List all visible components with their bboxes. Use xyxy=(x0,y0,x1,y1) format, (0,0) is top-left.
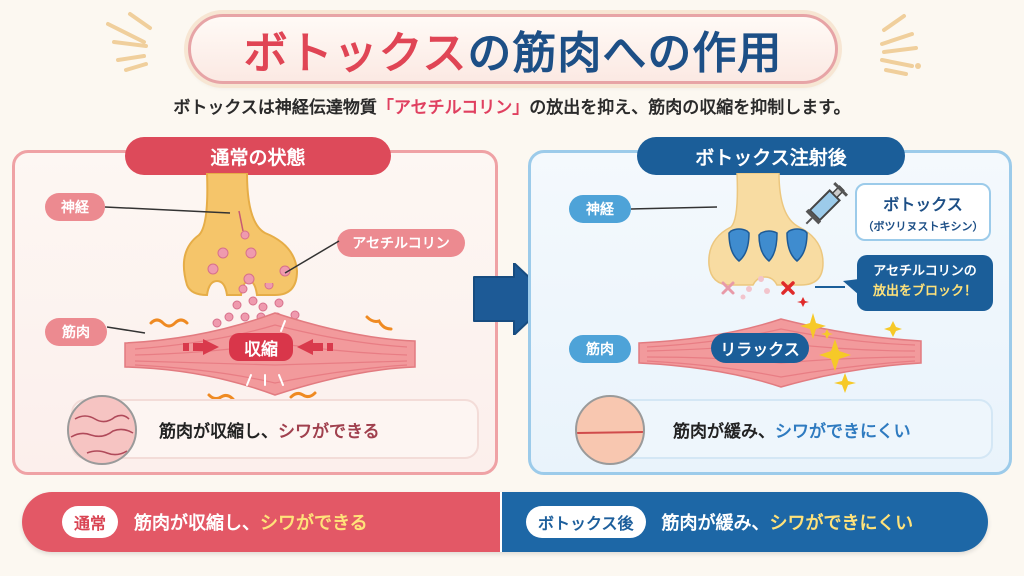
muscle-label-botox: 筋肉 xyxy=(569,335,631,363)
comparison-botox: ボトックス後 筋肉が緩み、シワができにくい xyxy=(500,492,988,552)
decorative-rays-left-icon xyxy=(106,12,152,72)
shield-icons xyxy=(728,228,808,263)
normal-summary-highlight: シワができる xyxy=(278,421,380,442)
comparison-bar: 通常 筋肉が収縮し、シワができる ボトックス後 筋肉が緩み、シワができにくい xyxy=(22,492,988,552)
wrinkled-skin-icon xyxy=(67,395,137,465)
decorative-rays-right-icon xyxy=(880,14,921,76)
block-callout-pointer xyxy=(815,279,859,295)
subtitle-after: の放出を抑え、筋肉の収縮を抑制します。 xyxy=(529,98,851,118)
botox-comparison-main: 筋肉が緩み、 xyxy=(661,513,770,534)
normal-comparison-highlight: シワができる xyxy=(260,513,368,534)
contraction-badge: 収縮 xyxy=(229,333,293,361)
botox-callout-title: ボトックス xyxy=(883,195,963,214)
normal-panel-header: 通常の状態 xyxy=(125,137,391,175)
botox-callout: ボトックス （ボツリヌストキシン） xyxy=(855,183,991,241)
nerve-pointer-line xyxy=(105,206,231,214)
botox-panel-header: ボトックス注射後 xyxy=(637,137,905,175)
contract-arrow-right-icon xyxy=(297,339,333,355)
muscle-pointer-line xyxy=(107,326,146,334)
relax-badge: リラックス xyxy=(711,333,809,363)
normal-summary-main: 筋肉が収縮し、 xyxy=(159,421,278,442)
blocked-release-marks xyxy=(721,276,809,307)
botox-summary-main: 筋肉が緩み、 xyxy=(673,421,775,442)
comparison-normal: 通常 筋肉が収縮し、シワができる xyxy=(22,492,500,552)
normal-summary: 筋肉が収縮し、シワができる xyxy=(71,399,479,459)
block-release-callout: アセチルコリンの 放出をブロック！ xyxy=(857,255,993,311)
page-title: ボトックスの筋肉への作用 xyxy=(188,14,838,84)
normal-state-panel: 通常の状態 神経 アセチルコリン xyxy=(12,137,498,475)
acetylcholine-label: アセチルコリン xyxy=(337,229,465,257)
muscle-label: 筋肉 xyxy=(45,318,107,346)
normal-badge: 通常 xyxy=(62,506,119,538)
nerve-label-botox: 神経 xyxy=(569,195,631,223)
nerve-label: 神経 xyxy=(45,193,105,221)
botox-comparison-highlight: シワができにくい xyxy=(769,513,914,534)
contract-arrow-left-icon xyxy=(183,339,219,355)
acetylcholine-pointer-line xyxy=(284,240,340,274)
subtitle: ボトックスは神経伝達物質「アセチルコリン」の放出を抑え、筋肉の収縮を抑制します。 xyxy=(0,93,1024,118)
syringe-icon xyxy=(805,181,849,225)
block-callout-line2: 放出をブロック！ xyxy=(872,284,977,299)
sparkle-icons xyxy=(800,313,902,393)
nerve-terminal-illustration xyxy=(183,173,299,297)
smooth-skin-icon xyxy=(575,395,645,465)
botox-summary: 筋肉が緩み、シワができにくい xyxy=(587,399,993,459)
subtitle-highlight: 「アセチルコリン」 xyxy=(376,98,530,118)
botox-badge: ボトックス後 xyxy=(526,506,646,538)
subtitle-before: ボトックスは神経伝達物質 xyxy=(173,98,377,118)
botox-summary-highlight: シワができにくい xyxy=(775,421,911,442)
block-callout-line1: アセチルコリンの xyxy=(873,264,977,279)
title-botox: ボトックス xyxy=(243,28,468,79)
normal-comparison-main: 筋肉が収縮し、 xyxy=(134,513,261,534)
botox-panel: ボトックス注射後 神経 ボトックス （ボツリヌストキシン） アセチルコリンの 放… xyxy=(528,137,1012,475)
botox-callout-subtitle: （ボツリヌストキシン） xyxy=(862,220,984,233)
title-rest: の筋肉への作用 xyxy=(467,28,783,79)
nerve-pointer-line-botox xyxy=(631,206,718,210)
